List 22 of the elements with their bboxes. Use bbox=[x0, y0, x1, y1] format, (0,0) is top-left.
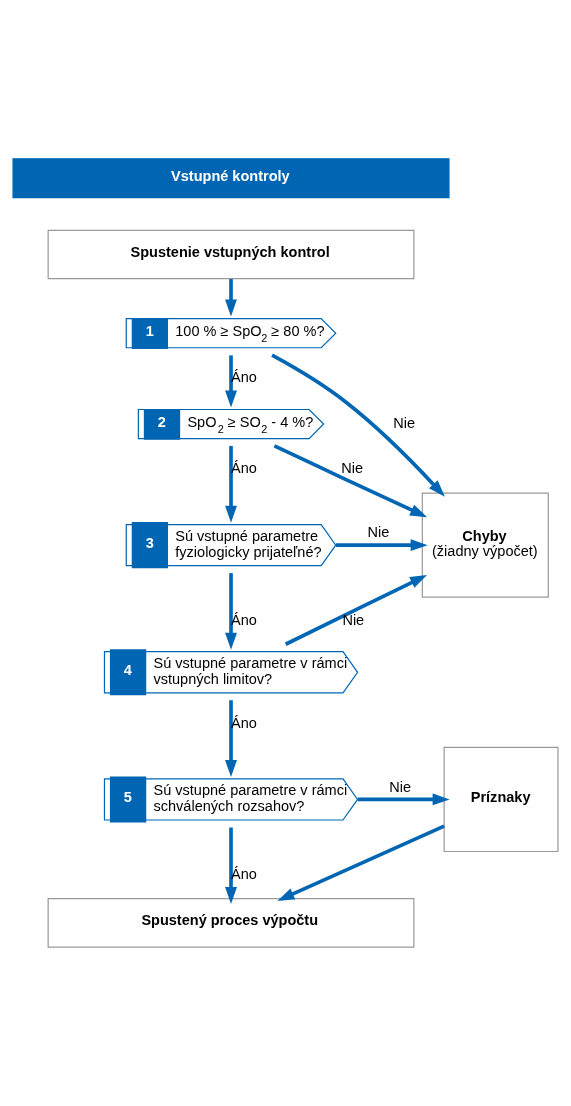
node-box: Príznaky bbox=[443, 746, 559, 853]
arrow bbox=[225, 355, 237, 408]
arrow bbox=[225, 827, 237, 905]
edge-label: Nie bbox=[367, 524, 390, 541]
edge-label: Nie bbox=[342, 611, 365, 628]
arrow bbox=[273, 444, 428, 518]
arrow bbox=[225, 700, 237, 777]
edge-label: Nie bbox=[393, 414, 416, 431]
node-box: Chyby (žiadny výpočet) bbox=[421, 492, 549, 598]
arrow bbox=[335, 539, 428, 552]
node-box: Spustenie vstupných kontrol bbox=[47, 229, 415, 280]
arrow bbox=[225, 445, 237, 523]
edge-label: Nie bbox=[389, 778, 412, 795]
node-box: Vstupné kontroly bbox=[12, 158, 450, 199]
arrow bbox=[357, 793, 450, 806]
arrow bbox=[225, 279, 237, 317]
arrow bbox=[225, 573, 237, 650]
arrow bbox=[284, 574, 428, 646]
node-box: Spustený proces výpočtu bbox=[47, 898, 415, 948]
edge-label: Nie bbox=[341, 460, 363, 477]
arrow bbox=[277, 824, 445, 901]
arrow bbox=[271, 353, 445, 497]
